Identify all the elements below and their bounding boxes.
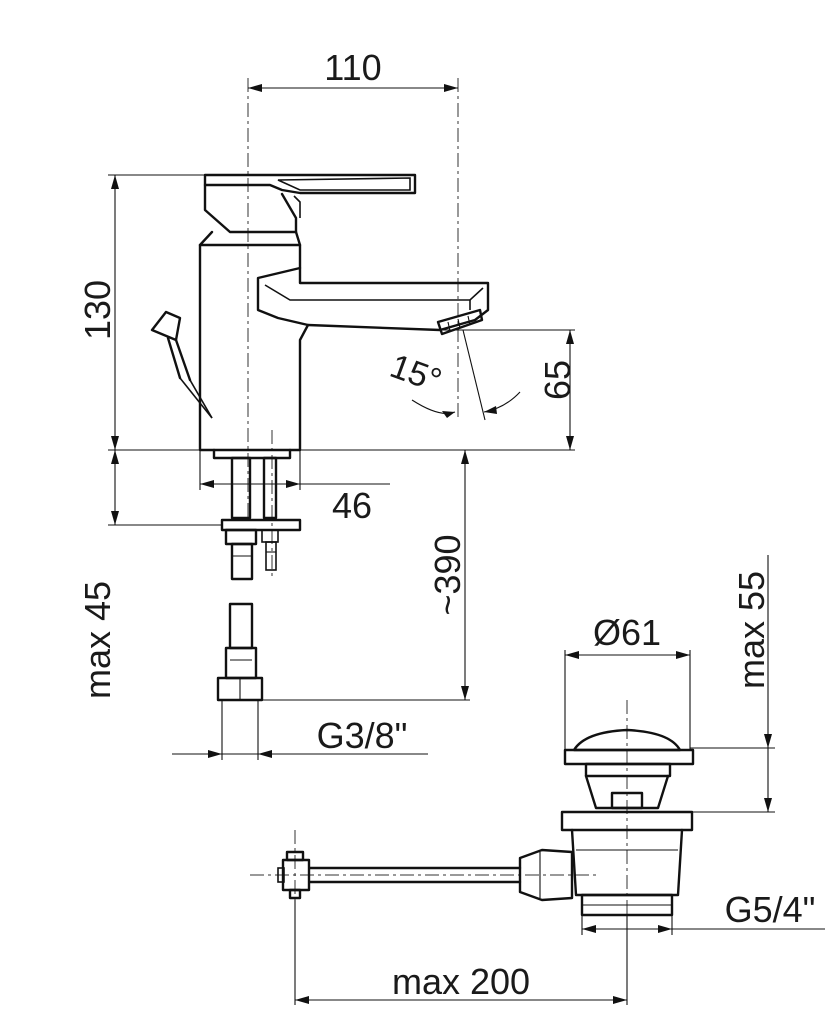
dim-65: 65 xyxy=(537,360,578,400)
dim-g54: G5/4" xyxy=(725,889,816,930)
dim-46: 46 xyxy=(332,485,372,526)
dim-130: 130 xyxy=(77,280,118,340)
dim-diameter-61: Ø61 xyxy=(593,612,661,653)
dim-390: ~390 xyxy=(427,534,468,615)
dim-max-55: max 55 xyxy=(731,571,772,689)
dim-110: 110 xyxy=(324,47,381,88)
dim-max-200: max 200 xyxy=(392,961,530,1002)
waste-dimensions: Ø61 max 55 G5/4" max 200 xyxy=(294,555,825,1005)
dim-15-degrees: 15° xyxy=(385,347,446,400)
dim-max-45: max 45 xyxy=(77,581,118,699)
faucet-dimensions: 110 130 65 15° 46 ~390 xyxy=(77,47,578,760)
dim-g38: G3/8" xyxy=(317,715,408,756)
